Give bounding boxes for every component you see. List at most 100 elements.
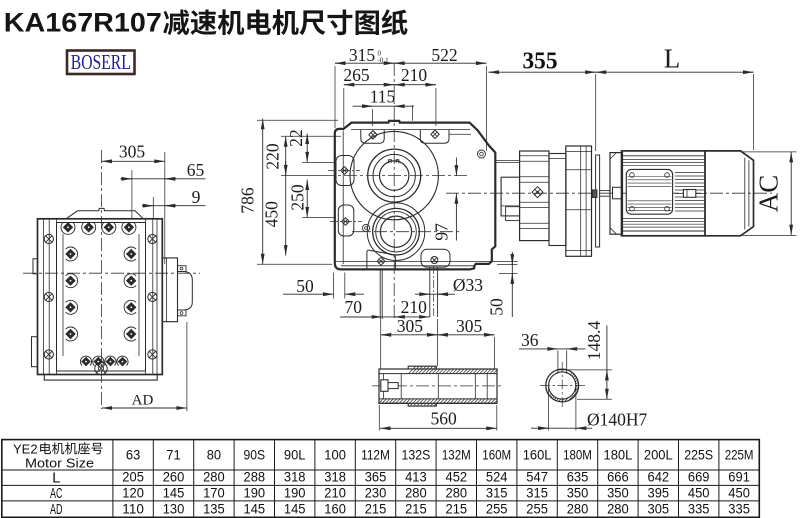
svg-text:315: 315	[349, 45, 376, 65]
svg-text:215: 215	[365, 500, 387, 516]
svg-text:265: 265	[343, 65, 370, 85]
svg-text:786: 786	[238, 187, 258, 214]
svg-text:135: 135	[203, 500, 225, 516]
svg-text:110: 110	[122, 500, 144, 516]
svg-text:280: 280	[607, 500, 629, 516]
svg-text:9: 9	[192, 187, 201, 207]
svg-text:315: 315	[486, 485, 508, 501]
svg-text:90L: 90L	[284, 447, 306, 463]
svg-text:0: 0	[378, 50, 382, 58]
svg-text:160L: 160L	[523, 447, 552, 463]
svg-text:YE2: YE2	[13, 442, 38, 457]
svg-text:335: 335	[688, 500, 710, 516]
svg-text:355: 355	[523, 49, 558, 75]
svg-text:305: 305	[119, 142, 146, 162]
svg-text:Ø140H7: Ø140H7	[587, 410, 648, 430]
svg-text:215: 215	[405, 500, 427, 516]
svg-text:210: 210	[401, 297, 428, 317]
svg-text:L: L	[52, 470, 60, 486]
svg-text:280: 280	[203, 469, 225, 485]
svg-text:65: 65	[187, 160, 205, 180]
svg-text:547: 547	[526, 469, 548, 485]
svg-text:305: 305	[397, 316, 424, 336]
svg-text:190: 190	[244, 485, 266, 501]
svg-text:225M: 225M	[725, 447, 754, 463]
svg-text:395: 395	[648, 485, 670, 501]
svg-text:288: 288	[244, 469, 266, 485]
svg-text:97: 97	[432, 223, 452, 241]
svg-text:AD: AD	[132, 392, 154, 408]
svg-text:450: 450	[728, 485, 750, 501]
svg-text:112M: 112M	[361, 447, 390, 463]
svg-text:145: 145	[284, 500, 306, 516]
svg-text:90S: 90S	[244, 447, 266, 463]
svg-text:132S: 132S	[402, 447, 431, 463]
svg-text:-0.1: -0.1	[378, 57, 390, 65]
svg-text:255: 255	[486, 500, 508, 516]
svg-text:L: L	[664, 44, 681, 74]
svg-text:120: 120	[122, 485, 144, 501]
svg-text:280: 280	[446, 485, 468, 501]
svg-text:63: 63	[126, 447, 141, 463]
svg-text:691: 691	[728, 469, 750, 485]
svg-text:260: 260	[163, 469, 185, 485]
svg-text:160: 160	[324, 500, 346, 516]
svg-text:666: 666	[607, 469, 629, 485]
svg-text:50: 50	[296, 276, 314, 296]
svg-text:220: 220	[262, 143, 282, 170]
svg-text:36: 36	[521, 330, 539, 350]
svg-text:413: 413	[405, 469, 427, 485]
svg-text:315: 315	[526, 485, 548, 501]
svg-text:180M: 180M	[563, 447, 592, 463]
svg-text:Motor Size: Motor Size	[25, 457, 94, 471]
svg-text:560: 560	[430, 409, 457, 429]
svg-text:225S: 225S	[684, 447, 713, 463]
svg-text:200L: 200L	[644, 447, 673, 463]
svg-text:AC: AC	[50, 486, 63, 502]
svg-text:145: 145	[244, 500, 266, 516]
svg-text:305: 305	[648, 500, 670, 516]
svg-text:280: 280	[567, 500, 589, 516]
svg-text:452: 452	[446, 469, 468, 485]
svg-text:170: 170	[203, 485, 225, 501]
svg-text:180L: 180L	[604, 447, 633, 463]
svg-text:132M: 132M	[442, 447, 471, 463]
svg-text:450: 450	[688, 485, 710, 501]
svg-text:635: 635	[567, 469, 589, 485]
svg-text:70: 70	[345, 297, 363, 317]
svg-text:280: 280	[405, 485, 427, 501]
svg-text:365: 365	[365, 469, 387, 485]
svg-text:50: 50	[487, 298, 507, 316]
svg-text:80: 80	[207, 447, 222, 463]
svg-text:642: 642	[648, 469, 670, 485]
svg-text:250: 250	[288, 184, 308, 211]
svg-text:318: 318	[324, 469, 346, 485]
svg-text:71: 71	[166, 447, 181, 463]
svg-text:AC: AC	[754, 175, 784, 213]
svg-text:22: 22	[286, 129, 306, 147]
svg-text:145: 145	[163, 485, 185, 501]
svg-text:230: 230	[365, 485, 387, 501]
svg-text:318: 318	[284, 469, 306, 485]
svg-text:305: 305	[456, 316, 483, 336]
svg-text:255: 255	[526, 500, 548, 516]
svg-text:669: 669	[688, 469, 710, 485]
svg-text:205: 205	[122, 469, 144, 485]
svg-text:130: 130	[163, 500, 185, 516]
svg-text:350: 350	[607, 485, 629, 501]
svg-text:190: 190	[284, 485, 306, 501]
svg-text:115: 115	[370, 86, 396, 106]
svg-text:100: 100	[324, 447, 346, 463]
svg-text:KA167R107: KA167R107	[4, 8, 162, 38]
svg-text:210: 210	[401, 65, 428, 85]
svg-text:522: 522	[431, 45, 457, 65]
svg-text:160M: 160M	[482, 447, 511, 463]
svg-text:524: 524	[486, 469, 508, 485]
svg-text:AD: AD	[50, 502, 63, 518]
svg-text:BOSERL: BOSERL	[71, 50, 131, 74]
svg-text:210: 210	[324, 485, 346, 501]
svg-text:350: 350	[567, 485, 589, 501]
svg-text:215: 215	[446, 500, 468, 516]
svg-text:335: 335	[728, 500, 750, 516]
svg-text:148.4: 148.4	[584, 321, 604, 361]
